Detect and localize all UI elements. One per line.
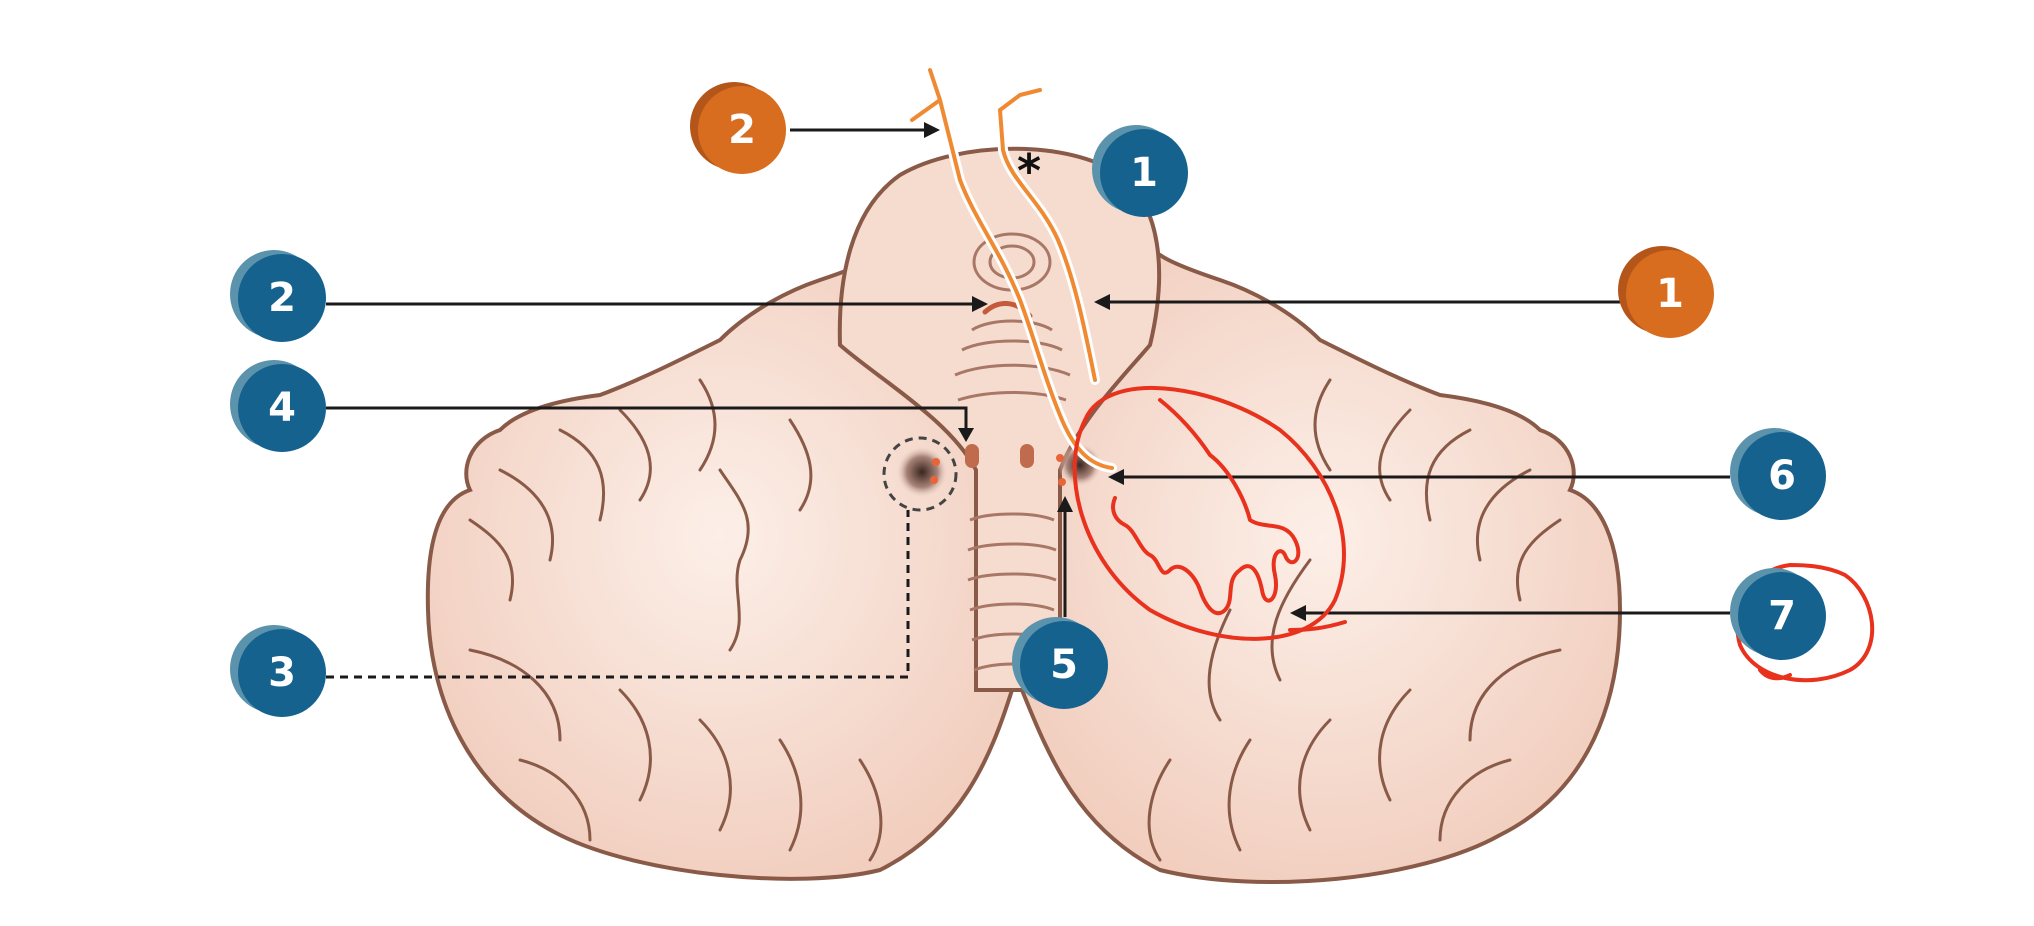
folia-lines bbox=[468, 378, 1562, 862]
marker-orange-2[interactable]: 2 bbox=[690, 82, 786, 178]
marker-blue-3[interactable]: 3 bbox=[230, 625, 326, 721]
marker-label: 2 bbox=[238, 254, 326, 342]
marker-blue-6[interactable]: 6 bbox=[1730, 428, 1826, 524]
marker-blue-7[interactable]: 7 bbox=[1730, 568, 1826, 664]
marker-label: 1 bbox=[1100, 129, 1188, 217]
arrowheads bbox=[924, 122, 1306, 621]
asterisk-marker: * bbox=[1017, 144, 1042, 198]
marker-label: 3 bbox=[238, 629, 326, 717]
left-nuclei bbox=[896, 444, 979, 498]
marker-label: 5 bbox=[1020, 621, 1108, 709]
left-hemisphere bbox=[425, 252, 1014, 881]
leader-lines bbox=[326, 128, 1730, 679]
marker-label: 7 bbox=[1738, 572, 1826, 660]
marker-blue-2[interactable]: 2 bbox=[230, 250, 326, 346]
marker-orange-1[interactable]: 1 bbox=[1618, 246, 1714, 342]
marker-label: 4 bbox=[238, 364, 326, 452]
marker-label: 2 bbox=[698, 86, 786, 174]
marker-label: 6 bbox=[1738, 432, 1826, 520]
dashed-highlight-circle bbox=[882, 436, 958, 512]
marker-blue-5[interactable]: 5 bbox=[1012, 617, 1108, 713]
marker-blue-1[interactable]: 1 bbox=[1092, 125, 1188, 221]
red-annotations bbox=[1072, 385, 1875, 683]
marker-label: 1 bbox=[1626, 250, 1714, 338]
orange-pathways bbox=[907, 65, 1117, 473]
marker-blue-4[interactable]: 4 bbox=[230, 360, 326, 456]
